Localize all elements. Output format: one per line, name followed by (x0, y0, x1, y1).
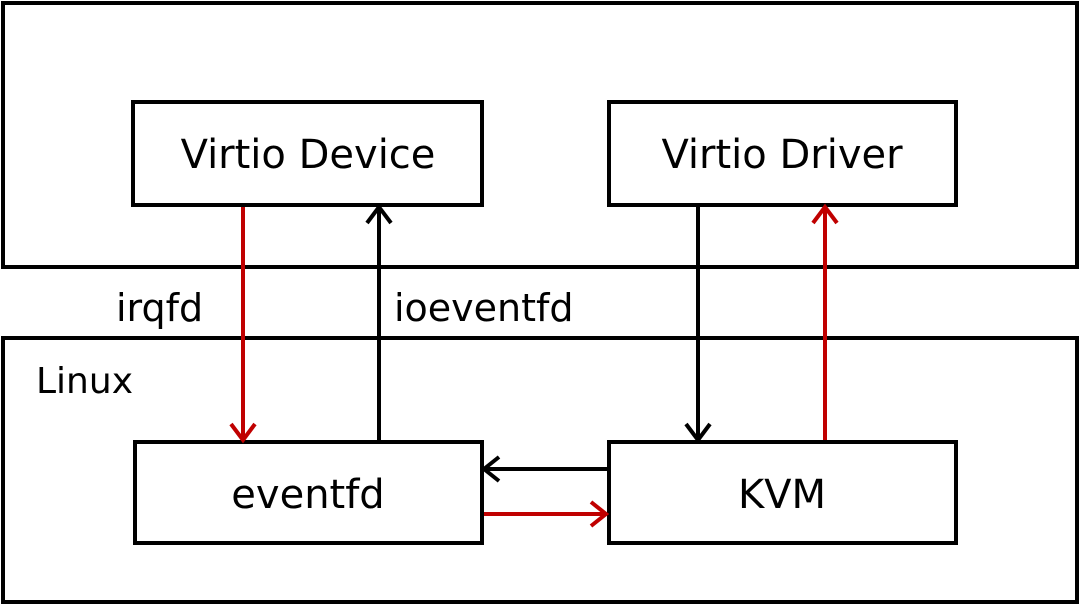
virtio-driver-node (607, 100, 958, 207)
kvm-to-eventfd-arrow (480, 455, 607, 483)
kvm-label: KVM (738, 472, 826, 518)
irqfd-label: irqfd (116, 286, 203, 330)
eventfd-label: eventfd (231, 472, 384, 518)
eventfd-node (133, 440, 484, 545)
ioeventfd-label: ioeventfd (394, 286, 574, 330)
kvm-to-driver-arrow (811, 203, 839, 440)
irqfd-arrow (229, 207, 257, 444)
virtio-driver-label: Virtio Driver (661, 132, 903, 178)
virtio-device-label: Virtio Device (181, 132, 436, 178)
virtio-device-node (131, 100, 484, 207)
driver-to-kvm-arrow (684, 207, 712, 444)
eventfd-to-kvm-arrow (484, 500, 610, 528)
ioeventfd-arrow (365, 203, 393, 440)
linux-region-label: Linux (36, 361, 133, 402)
kvm-node (607, 440, 958, 545)
